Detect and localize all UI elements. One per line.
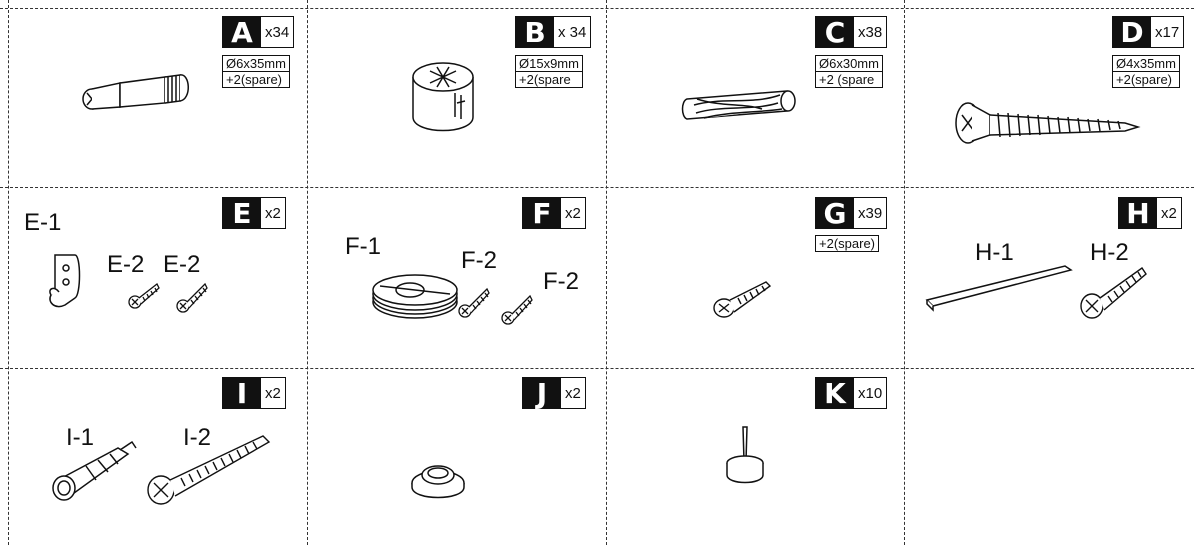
part-letter: I	[223, 377, 261, 410]
sub-part-label: E-2	[107, 251, 145, 278]
part-size: Ø15x9mm	[519, 56, 579, 71]
part-letter: C	[816, 16, 854, 49]
part-quantity: x34	[265, 23, 290, 41]
part-letter: H	[1119, 197, 1157, 230]
part-quantity: x2	[265, 204, 281, 222]
long-screw-icon	[147, 435, 271, 505]
grid-divider	[8, 0, 9, 545]
part-tag-i: I x2	[222, 377, 286, 410]
part-quantity: x10	[858, 384, 883, 402]
part-spec-c: Ø6x30mm +2 (spare	[815, 55, 883, 88]
part-tag-c: C x38	[815, 16, 888, 49]
small-screw-icon	[176, 282, 208, 313]
part-tag-a: A x34	[222, 16, 295, 49]
rail-bracket-icon	[49, 254, 81, 308]
part-letter: J	[523, 377, 561, 410]
part-spare: +2(spare)	[1113, 71, 1179, 87]
part-quantity: x2	[265, 384, 281, 402]
part-spare: +2 (spare	[816, 71, 882, 87]
part-letter: A	[223, 16, 261, 49]
part-quantity: x2	[565, 204, 581, 222]
sub-part-label: I-1	[66, 424, 95, 451]
part-quantity: x2	[565, 384, 581, 402]
part-spare: +2(spare	[516, 71, 582, 87]
adhesive-strip-icon	[925, 265, 1073, 312]
short-screw-icon	[713, 281, 772, 318]
part-letter: D	[1113, 16, 1151, 49]
part-spec-d: Ø4x35mm +2(spare)	[1112, 55, 1180, 88]
rail-holder-icon	[372, 274, 458, 319]
cam-bolt-icon	[82, 74, 189, 110]
part-tag-d: D x17	[1112, 16, 1185, 49]
sub-part-label: I-2	[183, 424, 212, 451]
part-tag-f: F x2	[522, 197, 586, 230]
part-spare: +2(spare)	[223, 71, 289, 87]
part-tag-k: K x10	[815, 377, 888, 410]
sub-part-label: H-2	[1090, 239, 1129, 266]
part-quantity: x38	[858, 23, 883, 41]
part-spec-g: +2(spare)	[815, 235, 879, 252]
sub-part-label: F-1	[345, 233, 381, 260]
small-screw-icon	[501, 294, 533, 325]
part-size: Ø6x35mm	[226, 56, 286, 71]
sub-part-label: E-2	[163, 251, 201, 278]
part-spare: +2(spare)	[819, 236, 875, 251]
cam-lock-icon	[412, 62, 474, 132]
part-letter: G	[816, 197, 854, 230]
part-tag-g: G x39	[815, 197, 888, 230]
part-quantity: x2	[1161, 204, 1177, 222]
small-screw-icon	[458, 287, 490, 318]
part-letter: B	[516, 16, 554, 49]
part-letter: F	[523, 197, 561, 230]
part-tag-h: H x2	[1118, 197, 1182, 230]
felt-pad-nail-icon	[726, 426, 764, 484]
part-spec-a: Ø6x35mm +2(spare)	[222, 55, 290, 88]
part-size: Ø6x30mm	[819, 56, 879, 71]
sub-part-label: F-2	[461, 247, 497, 274]
short-screw-icon	[1080, 267, 1147, 319]
wall-plug-icon	[52, 440, 137, 501]
wood-dowel-icon	[681, 90, 796, 120]
part-tag-e: E x2	[222, 197, 286, 230]
long-screw-icon	[955, 102, 1141, 144]
sub-part-label: F-2	[543, 268, 579, 295]
small-screw-icon	[128, 283, 160, 309]
part-tag-j: J x2	[522, 377, 586, 410]
grid-divider	[606, 0, 607, 545]
grid-divider	[904, 0, 905, 545]
part-size: Ø4x35mm	[1116, 56, 1176, 71]
part-quantity: x17	[1155, 23, 1180, 41]
grid-divider	[307, 0, 308, 545]
bumper-cap-icon	[411, 465, 465, 499]
part-letter: E	[223, 197, 261, 230]
sub-part-label: H-1	[975, 239, 1014, 266]
grid-divider	[0, 8, 1194, 9]
part-quantity: x39	[858, 204, 883, 222]
part-tag-b: B x 34	[515, 16, 592, 49]
sub-part-label: E-1	[24, 209, 62, 236]
grid-divider	[0, 368, 1194, 369]
part-quantity: x 34	[558, 23, 587, 41]
part-letter: K	[816, 377, 854, 410]
grid-divider	[0, 187, 1194, 188]
part-spec-b: Ø15x9mm +2(spare	[515, 55, 583, 88]
